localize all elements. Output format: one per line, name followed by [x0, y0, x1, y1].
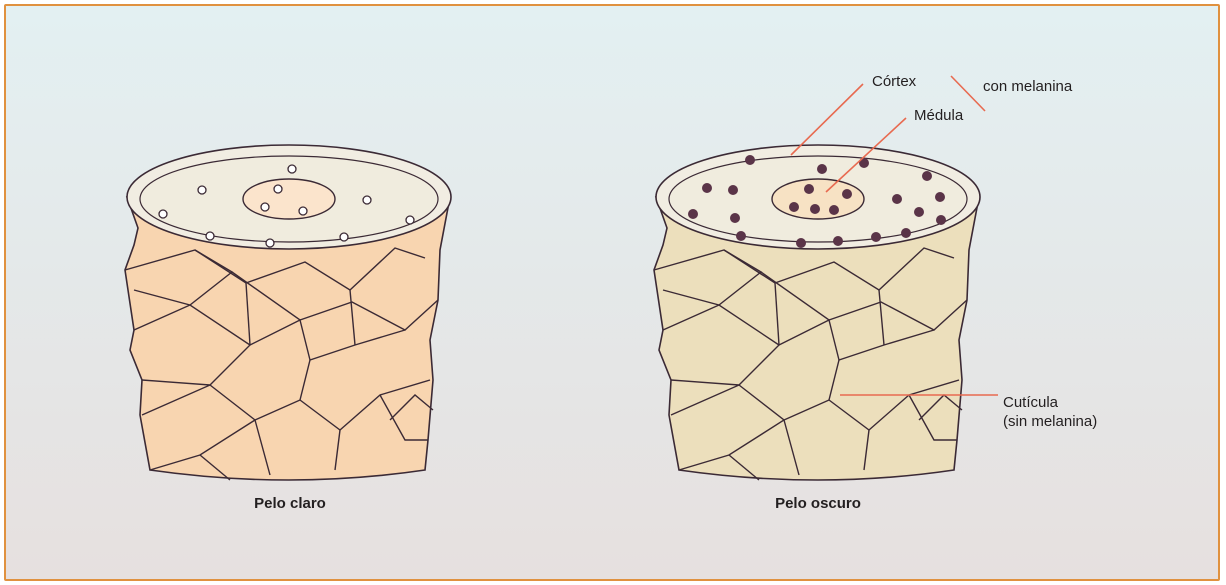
medulla-label: Médula [914, 107, 964, 124]
light-hair-medulla [243, 179, 335, 219]
light-hair-caption: Pelo claro [254, 495, 326, 512]
light-hair-strand [125, 145, 451, 480]
dark-hair-strand [654, 145, 980, 480]
dark-hair-caption: Pelo oscuro [775, 495, 861, 512]
cuticle-label-line2: (sin melanina) [1003, 413, 1097, 430]
cuticle-label-line1: Cutícula [1003, 394, 1059, 411]
cortex-label: Córtex [872, 73, 917, 90]
with-melanin-label: con melanina [983, 78, 1073, 95]
